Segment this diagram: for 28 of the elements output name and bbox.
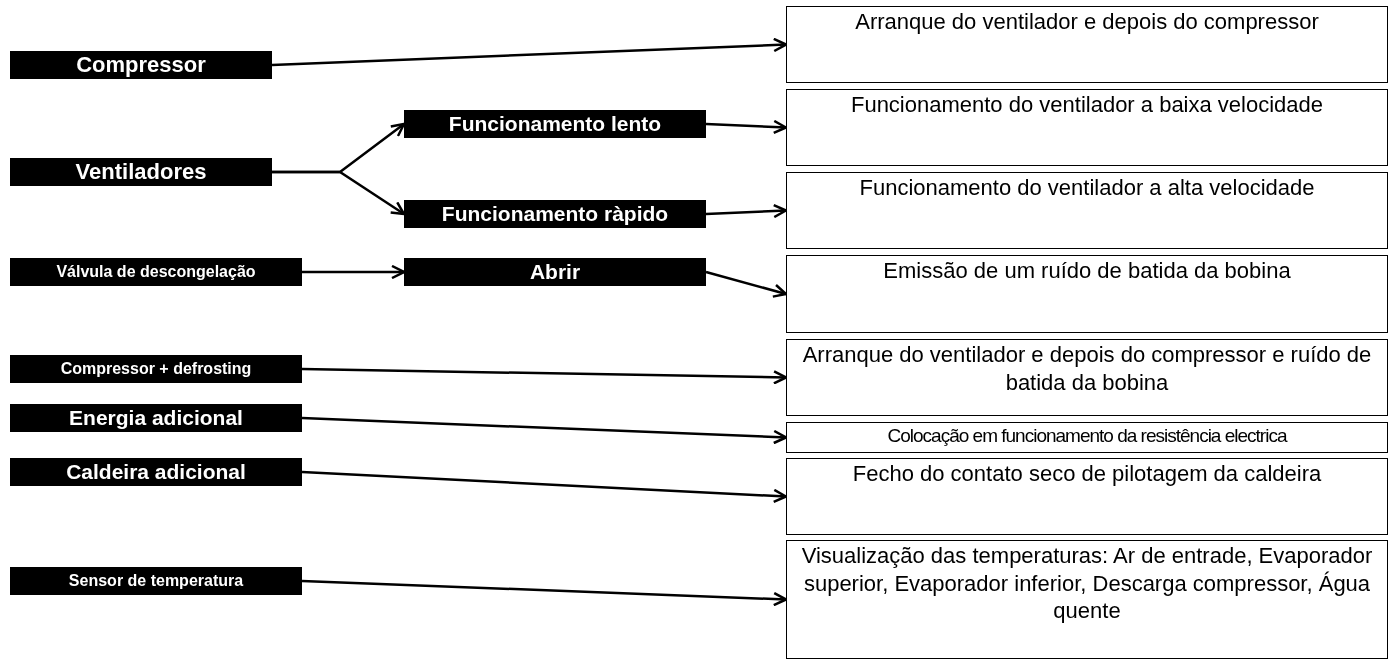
component-label: Ventiladores	[10, 158, 272, 186]
component-label: Funcionamento lento	[404, 110, 706, 138]
result-box: Fecho do contato seco de pilotagem da caldeira	[786, 458, 1388, 535]
result-box: Emissão de um ruído de batida da bobina	[786, 255, 1388, 333]
arrow	[271, 37, 788, 67]
arrow	[301, 416, 788, 445]
result-box: Funcionamento do ventilador a alta velocidade	[786, 172, 1388, 249]
component-label: Energia adicional	[10, 404, 302, 432]
arrow	[302, 264, 406, 280]
arrow	[301, 367, 788, 385]
arrow	[272, 170, 406, 216]
arrow	[705, 203, 788, 219]
result-box: Arranque do ventilador e depois do compressor e ruído de batida da bobina	[786, 339, 1388, 416]
component-label: Compressor	[10, 51, 272, 79]
result-box: Funcionamento do ventilador a baixa velocidade	[786, 89, 1388, 166]
arrow	[705, 270, 788, 298]
result-box: Colocação em funcionamento da resistência electrica	[786, 422, 1388, 453]
result-box: Visualização das temperaturas: Ar de entrade, Evaporador superior, Evaporador inferior, Descarga compressor, Água quente	[786, 540, 1388, 659]
component-label: Funcionamento ràpido	[404, 200, 706, 228]
component-label: Válvula de descongelação	[10, 258, 302, 286]
result-box: Arranque do ventilador e depois do compressor	[786, 6, 1388, 83]
arrow	[301, 579, 788, 607]
component-label: Abrir	[404, 258, 706, 286]
component-label: Sensor de temperatura	[10, 567, 302, 595]
component-label: Compressor + defrosting	[10, 355, 302, 383]
arrow	[705, 119, 788, 135]
arrow	[301, 470, 788, 504]
component-label: Caldeira adicional	[10, 458, 302, 486]
